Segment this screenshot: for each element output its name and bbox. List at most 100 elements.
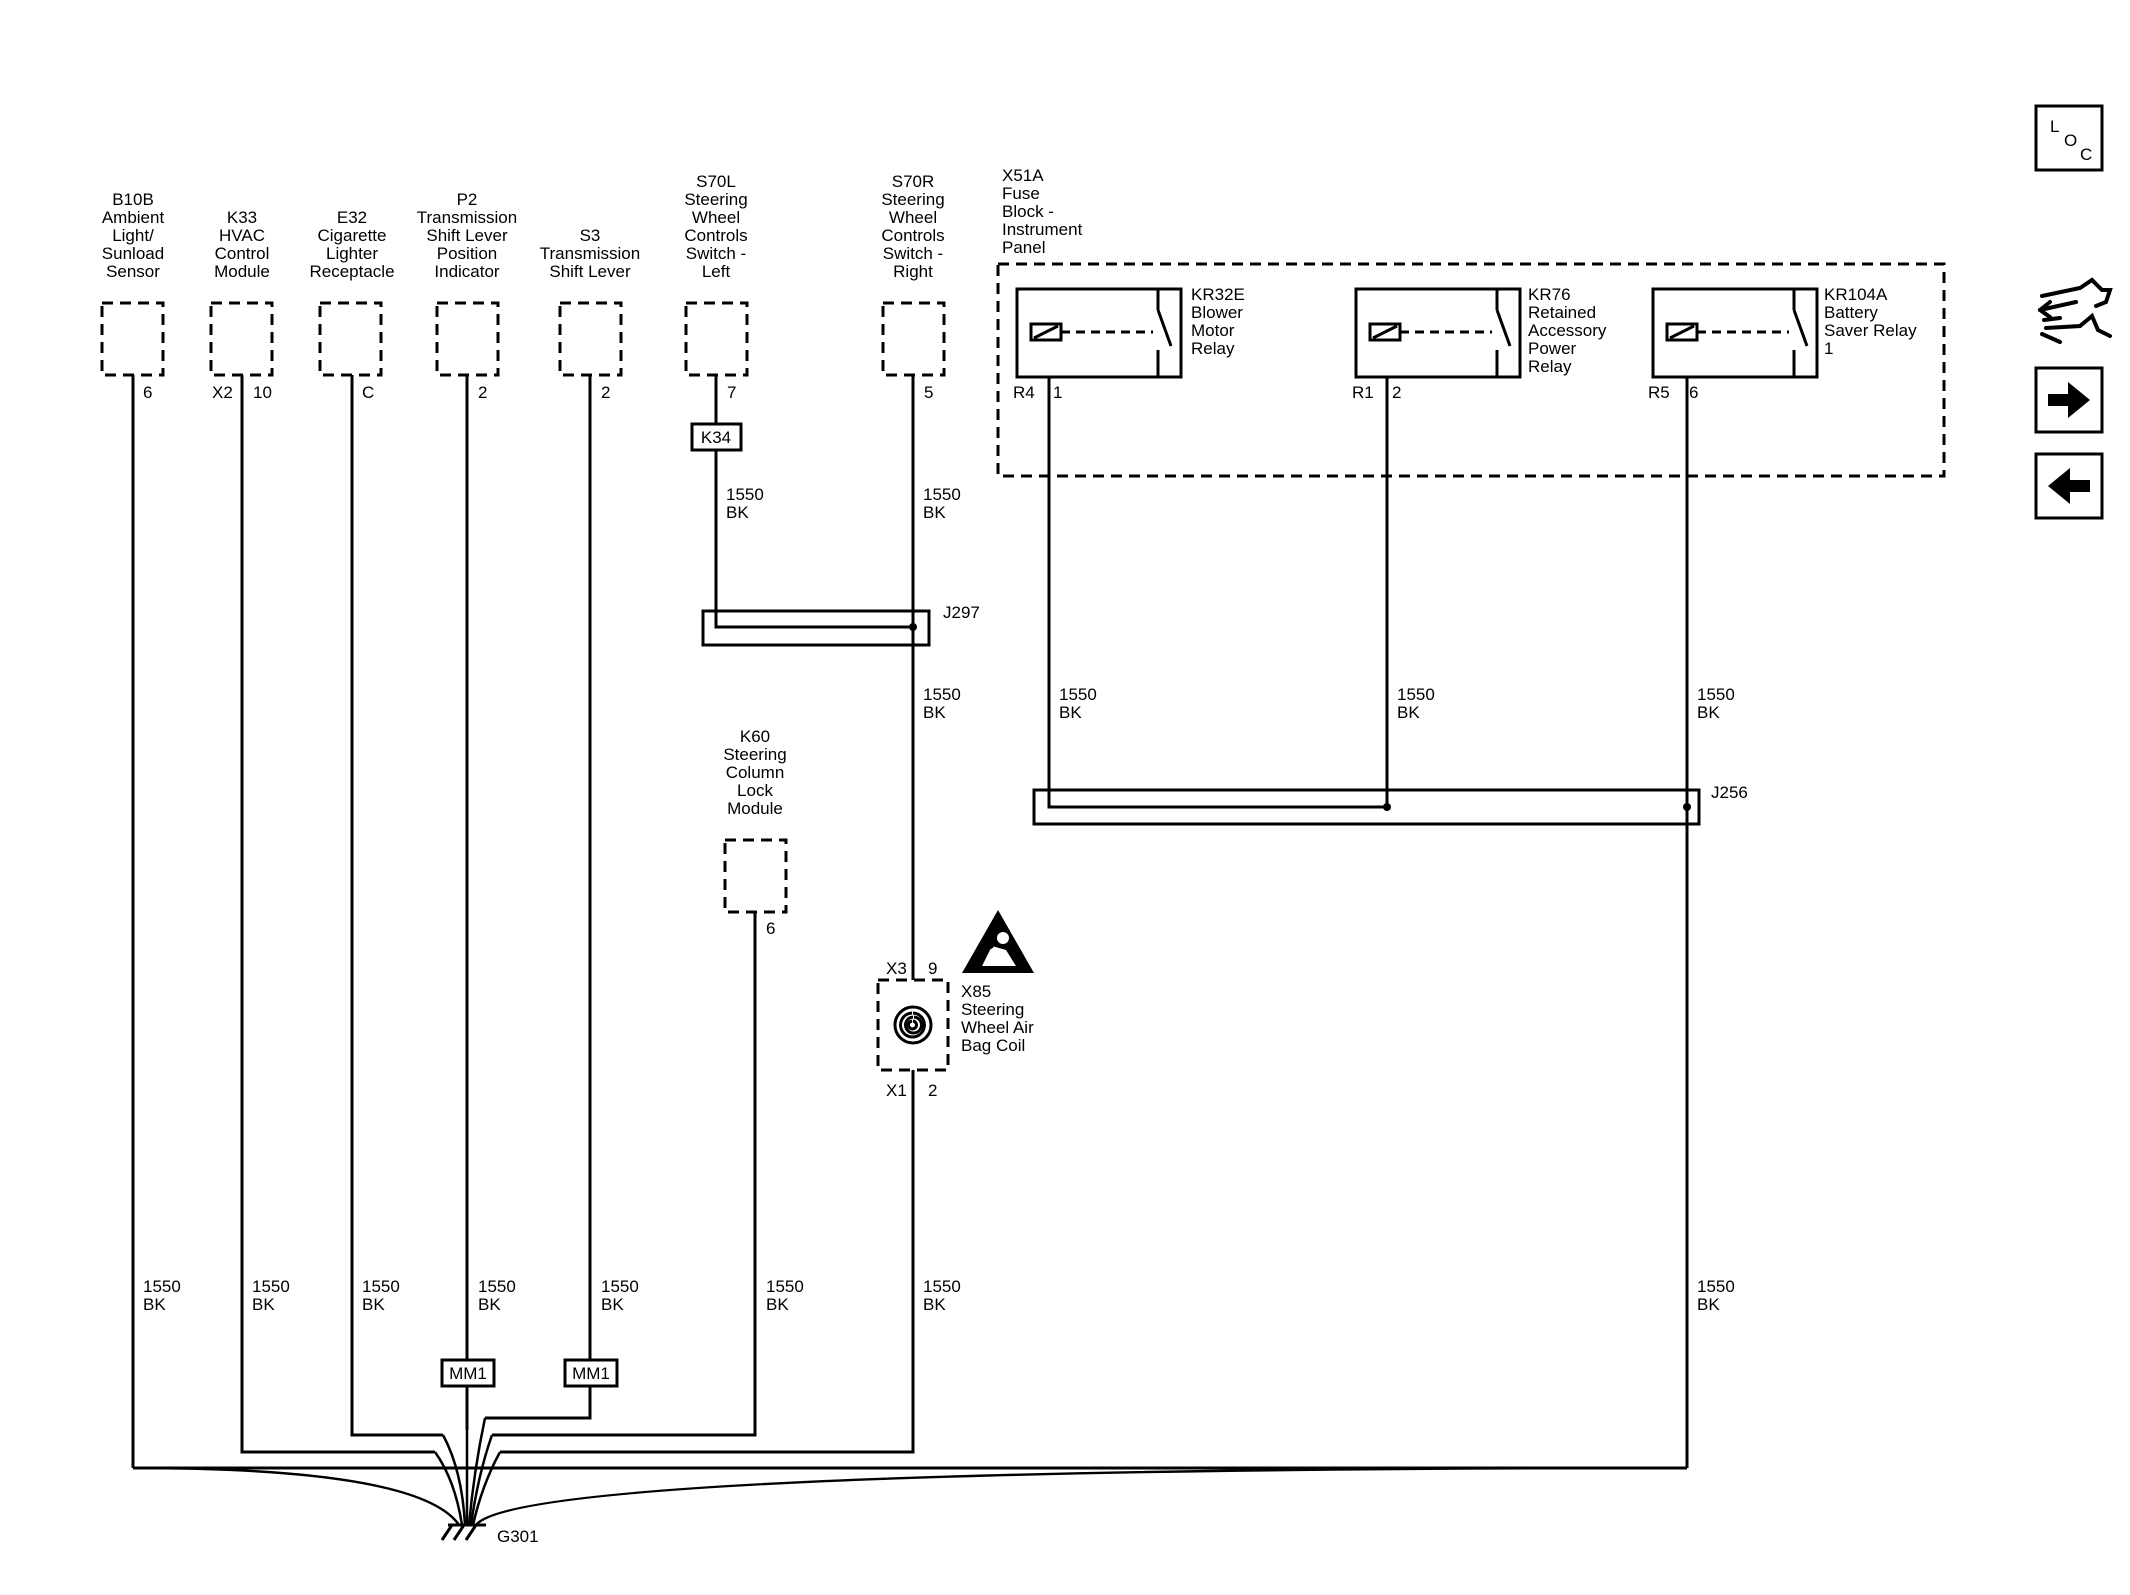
s70l-pin: 7 xyxy=(727,383,736,402)
wire-gauge: 1550 xyxy=(143,1277,181,1296)
wire-gauge: 1550 xyxy=(252,1277,290,1296)
kr104a-line: 1 xyxy=(1824,339,1833,358)
kr104a-connector-id: R5 xyxy=(1648,383,1670,402)
wire-color: BK xyxy=(1059,703,1082,722)
s3-id: S3 xyxy=(580,226,601,245)
wire-color: BK xyxy=(923,703,946,722)
wire-gauge: 1550 xyxy=(601,1277,639,1296)
x85-top-connector-id: X3 xyxy=(886,959,907,978)
wire-gauge: 1550 xyxy=(362,1277,400,1296)
kr76-connector-id: R1 xyxy=(1352,383,1374,402)
e32-connector xyxy=(318,301,383,377)
kr76-line: Accessory xyxy=(1528,321,1607,340)
wire-gauge: 1550 xyxy=(478,1277,516,1296)
g301-label: G301 xyxy=(497,1527,539,1546)
k33-connector xyxy=(209,301,274,377)
wire-gauge: 1550 xyxy=(1059,685,1097,704)
mm1-label: MM1 xyxy=(572,1364,610,1383)
wire-color: BK xyxy=(252,1295,275,1314)
e32-id: E32 xyxy=(337,208,367,227)
wire-labels: 1550 BK 1550 BK 1550 BK 1550 BK 1550 BK … xyxy=(143,485,1735,1314)
k60-line: Steering xyxy=(723,745,786,764)
k60-connector xyxy=(723,838,788,914)
g301-ground-icon xyxy=(440,1523,486,1541)
x51a-line: Instrument xyxy=(1002,220,1083,239)
wire-color: BK xyxy=(601,1295,624,1314)
j297-splice xyxy=(701,609,931,647)
wire-color: BK xyxy=(923,503,946,522)
j256-splice-dot xyxy=(1383,803,1391,811)
x85-connector xyxy=(876,978,950,1072)
wire-gauge: 1550 xyxy=(1397,685,1435,704)
kr104a-label: KR104A Battery Saver Relay 1 xyxy=(1824,285,1917,358)
previous-page-button[interactable] xyxy=(2034,452,2104,520)
kr32e-connector-id: R4 xyxy=(1013,383,1035,402)
b10b-line: Light/ xyxy=(112,226,154,245)
kr32e-line: Relay xyxy=(1191,339,1235,358)
kr32e-id: KR32E xyxy=(1191,285,1245,304)
s3-label: S3 Transmission Shift Lever xyxy=(540,226,640,281)
wire-gauge: 1550 xyxy=(923,485,961,504)
wire-gauge: 1550 xyxy=(923,1277,961,1296)
e32-line: Lighter xyxy=(326,244,378,263)
loc-letter: L xyxy=(2050,117,2059,136)
loc-letter: O xyxy=(2064,131,2077,150)
p2-label: P2 Transmission Shift Lever Position Ind… xyxy=(417,190,517,281)
x51a-id: X51A xyxy=(1002,166,1044,185)
k60-line: Column xyxy=(726,763,785,782)
x51a-line: Fuse xyxy=(1002,184,1040,203)
wire-s70l-lower xyxy=(714,450,913,629)
kr104a-line: Saver Relay xyxy=(1824,321,1917,340)
x51a-line: Block - xyxy=(1002,202,1054,221)
loc-letter: C xyxy=(2080,145,2092,164)
wire-gauge: 1550 xyxy=(1697,685,1735,704)
k33-id: K33 xyxy=(227,208,257,227)
k33-line: Control xyxy=(215,244,270,263)
mm1-inline-connector xyxy=(440,1358,496,1388)
kr104a-pin: 6 xyxy=(1689,383,1698,402)
x85-line: Steering xyxy=(961,1000,1024,1019)
j297-label: J297 xyxy=(943,603,980,622)
s70r-pin: 5 xyxy=(924,383,933,402)
arrow-right-icon xyxy=(2048,382,2090,418)
k33-line: HVAC xyxy=(219,226,265,245)
wire-color: BK xyxy=(362,1295,385,1314)
p2-line: Indicator xyxy=(434,262,500,281)
j256-splice-dot xyxy=(1683,803,1691,811)
s70r-id: S70R xyxy=(892,172,935,191)
s70l-line: Steering xyxy=(684,190,747,209)
kr76-line: Relay xyxy=(1528,357,1572,376)
wire-s70r-lower xyxy=(500,1070,915,1454)
k60-line: Module xyxy=(727,799,783,818)
connector-view-icon xyxy=(2038,277,2113,344)
k33-line: Module xyxy=(214,262,270,281)
connector-view-button[interactable] xyxy=(2038,277,2113,344)
loc-button[interactable]: L O C xyxy=(2034,104,2107,175)
wire-gauge: 1550 xyxy=(726,485,764,504)
s70r-connector xyxy=(881,301,946,377)
s3-line: Transmission xyxy=(540,244,640,263)
x85-bottom-connector-id: X1 xyxy=(886,1081,907,1100)
b10b-line: Ambient xyxy=(102,208,165,227)
b10b-connector xyxy=(100,301,165,377)
p2-line: Shift Lever xyxy=(426,226,508,245)
kr76-line: Retained xyxy=(1528,303,1596,322)
wire-k60 xyxy=(492,912,757,1437)
s3-connector xyxy=(558,301,623,377)
p2-line: Transmission xyxy=(417,208,517,227)
kr104a-line: Battery xyxy=(1824,303,1878,322)
mm1-label: MM1 xyxy=(449,1364,487,1383)
b10b-id: B10B xyxy=(112,190,154,209)
x85-top-pin: 9 xyxy=(928,959,937,978)
wire-k33 xyxy=(240,375,435,1454)
kr32e-line: Motor xyxy=(1191,321,1235,340)
k33-label: K33 HVAC Control Module xyxy=(214,208,270,281)
next-page-button[interactable] xyxy=(2034,366,2104,434)
e32-label: E32 Cigarette Lighter Receptacle xyxy=(309,208,394,281)
e32-line: Receptacle xyxy=(309,262,394,281)
j256-splice xyxy=(1032,788,1701,826)
x51a-label: X51A Fuse Block - Instrument Panel xyxy=(1002,166,1083,257)
mm1-inline-connector xyxy=(563,1358,619,1388)
coil-icon xyxy=(893,1005,933,1045)
s70r-line: Right xyxy=(893,262,933,281)
